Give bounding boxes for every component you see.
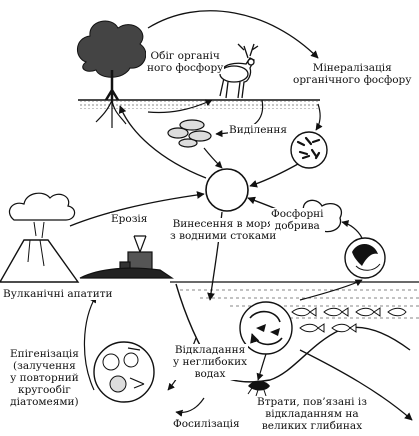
arrow-mineralization-to-bacteria [315,103,323,131]
bacteria-icon [290,131,328,169]
arrow-deep-losses [299,349,413,421]
arrow-swirl-to-bottom [256,353,267,381]
arrow-excretion-to-circle [203,147,223,169]
arrow-bird-to-fertilizer [341,220,363,239]
arrow-epigenization [83,295,97,391]
excretion-icon [167,119,212,148]
arrow-fossilization [175,397,205,417]
bottom-creature-icon [247,380,270,397]
fish-icon [291,307,407,333]
arrow-plant-to-deer [147,99,213,114]
bird-circle-icon [344,237,386,279]
diatoms-icon [93,341,155,403]
deer-icon [219,43,259,99]
mine-icon [79,235,174,279]
arrow-erosion [69,191,205,227]
arrow-sea-to-bird [299,279,363,301]
label-volcanic-apatites: Вулканічні апатити [2,288,114,300]
phosphate-pool-circle [205,168,249,212]
label-epigenization: Епігенізація (залучення у повторний круг… [10,348,79,408]
arrow-organic-to-mineralization [147,10,319,59]
volcano-icon [0,192,80,283]
label-excretion: Виділення [228,124,289,136]
label-fossilization: Фосилізація [172,418,241,430]
arrow-circle-to-tree [118,105,207,179]
label-erosion: Ерозія [110,213,149,225]
arrow-bacteria-to-circle [249,163,299,188]
tree-icon [77,20,147,128]
